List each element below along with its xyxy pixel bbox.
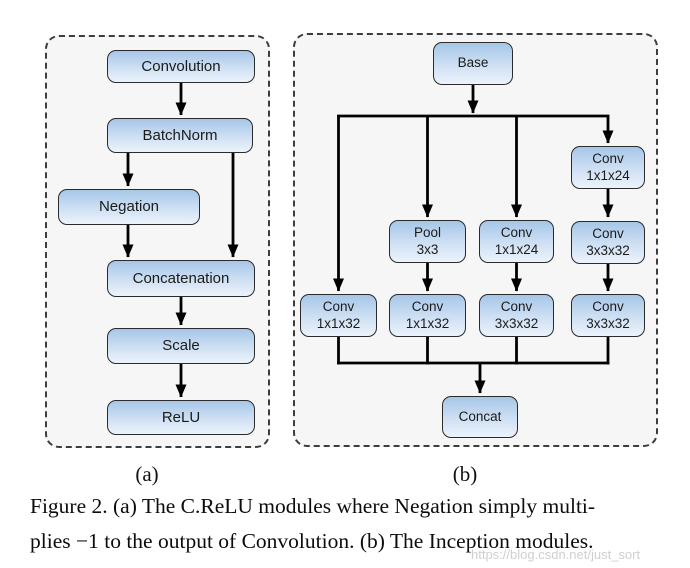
node-conv-1x1x32-branch1: Conv 1x1x32 [300,294,377,337]
node-concat: Concat [442,396,518,438]
node-label-line2: 1x1x24 [494,241,539,257]
node-batchnorm: BatchNorm [107,118,253,153]
watermark-url: https://blog.csdn.net/just_sort [471,547,641,562]
node-label-line1: Conv [592,299,624,315]
node-label-line1: Conv [322,299,355,315]
node-label-line2: 3x3x32 [494,315,539,331]
node-label: Convolution [141,57,221,75]
node-label: Scale [162,337,200,354]
node-conv-1x1x24-branch3: Conv 1x1x24 [479,220,554,263]
node-label-line1: Conv [411,299,444,315]
node-label-line1: Pool [413,225,442,241]
node-label: ReLU [161,408,201,426]
caption-line-2: plies −1 to the output of Convolution. (… [30,529,594,553]
node-relu: ReLU [107,400,255,435]
node-label: Base [457,55,489,71]
node-label-line1: Conv [500,299,533,315]
node-label: Concat [458,408,502,424]
node-label-line1: Conv [592,151,624,167]
node-label: Concatenation [132,269,230,287]
node-base: Base [433,42,513,85]
node-conv-3x3x32-branch4-bottom: Conv 3x3x32 [571,294,645,337]
node-negation: Negation [58,189,200,225]
node-label-line2: 1x1x32 [316,315,361,331]
node-scale: Scale [107,328,255,364]
panel-b-label: (b) [452,462,478,486]
node-label: Negation [98,198,160,215]
node-label-line2: 1x1x24 [586,167,630,183]
node-convolution: Convolution [107,50,255,83]
node-label-line2: 3x3x32 [586,242,630,258]
node-conv-3x3x32-branch4-mid: Conv 3x3x32 [571,221,645,264]
node-label-line2: 3x3x32 [586,315,630,331]
node-concatenation: Concatenation [107,260,255,297]
panel-a-label: (a) [135,462,159,486]
node-label-line2: 3x3 [416,241,439,257]
node-conv-3x3x32-branch3: Conv 3x3x32 [479,294,554,337]
node-conv-1x1x32-branch2: Conv 1x1x32 [389,294,466,337]
node-pool-3x3: Pool 3x3 [389,220,466,263]
figure-caption: Figure 2. (a) The C.ReLU modules where N… [30,489,682,559]
node-label: BatchNorm [142,126,218,144]
node-label-line1: Conv [592,226,624,242]
caption-line-1: Figure 2. (a) The C.ReLU modules where N… [30,494,596,518]
node-label-line2: 1x1x32 [405,315,450,331]
node-conv-1x1x24-branch4-top: Conv 1x1x24 [571,146,645,189]
node-label-line1: Conv [500,225,533,241]
